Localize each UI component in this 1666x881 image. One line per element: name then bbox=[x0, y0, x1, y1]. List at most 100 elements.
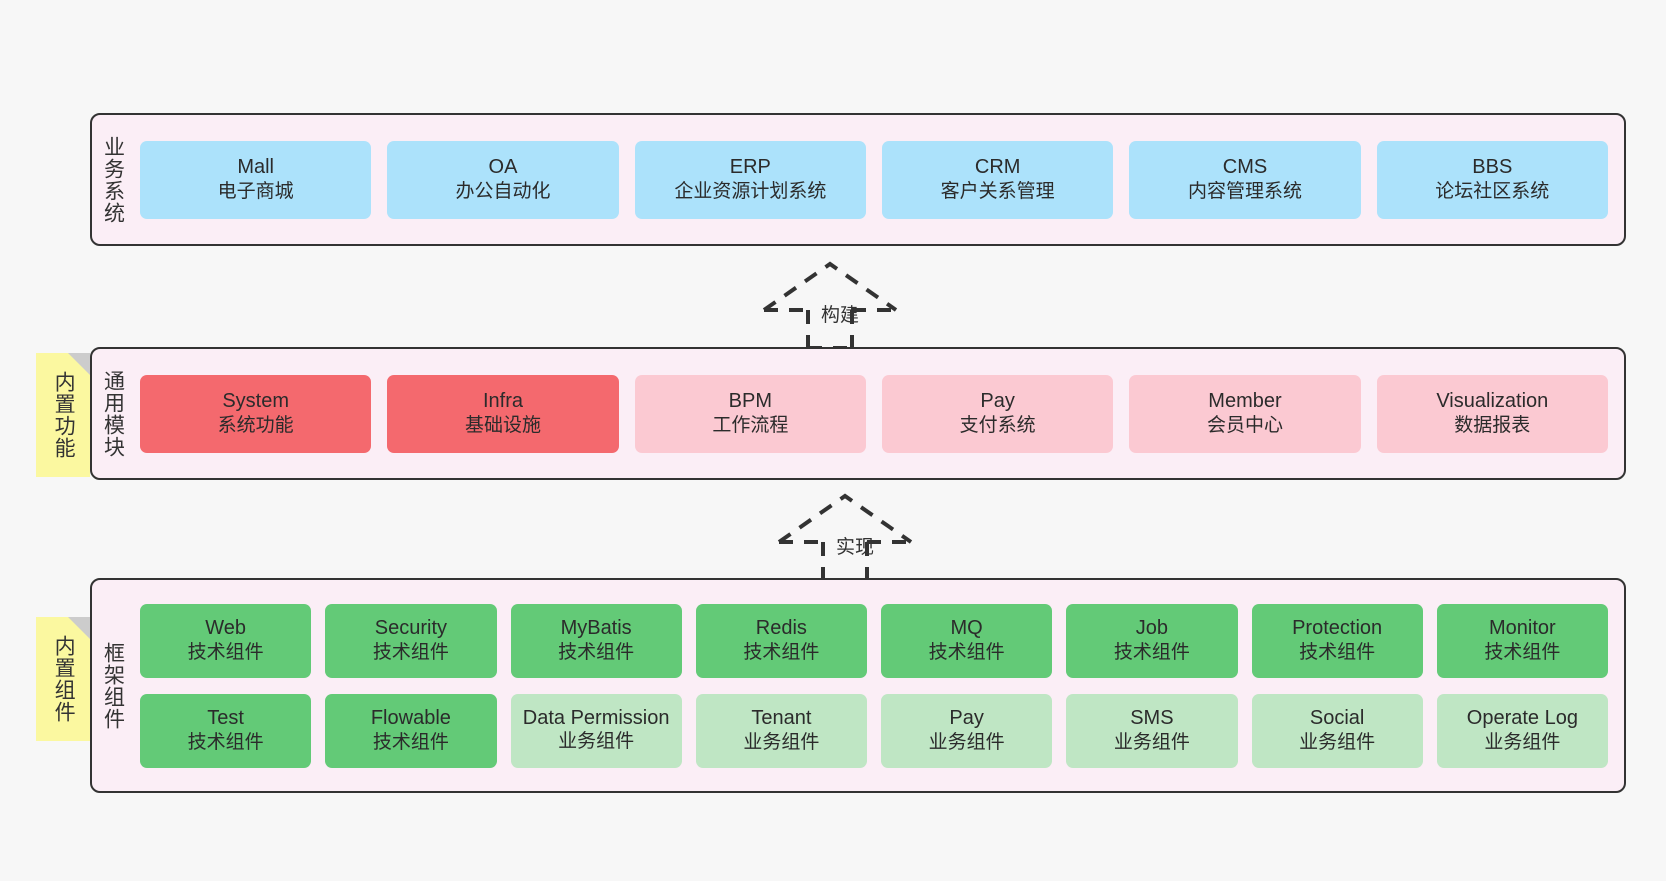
card-security-name: Security bbox=[374, 616, 447, 639]
card-tenant-sub: 业务组件 bbox=[743, 732, 820, 754]
framework-row-business: Test 技术组件 Flowable 技术组件 Data Permission … bbox=[140, 693, 1608, 768]
card-bbs-name: BBS bbox=[1472, 155, 1513, 178]
card-job-sub: 技术组件 bbox=[1113, 642, 1190, 664]
framework-component-card-list: Web 技术组件 Security 技术组件 MyBatis 技术组件 Redi… bbox=[134, 580, 1624, 791]
business-system-card-list: Mall 电子商城 OA 办公自动化 ERP 企业资源计划系统 CRM 客户关系… bbox=[134, 115, 1624, 244]
layer-common-module-title: 通用模块 bbox=[101, 369, 125, 458]
layer-common-module: 通用模块 System 系统功能 Infra 基础设施 BPM 工作流程 Pay… bbox=[90, 347, 1626, 480]
card-pay-module[interactable]: Pay 支付系统 bbox=[881, 374, 1114, 453]
card-erp-name: ERP bbox=[729, 155, 771, 178]
card-infra-sub: 基础设施 bbox=[464, 415, 541, 437]
note-builtin-component-label: 内置组件 bbox=[52, 635, 76, 723]
card-tenant-name: Tenant bbox=[751, 706, 812, 729]
card-test[interactable]: Test 技术组件 bbox=[140, 693, 312, 768]
arrow-implement-label: 实现 bbox=[835, 537, 875, 558]
card-mybatis-sub: 技术组件 bbox=[558, 642, 635, 664]
card-data-permission[interactable]: Data Permission 业务组件 bbox=[510, 693, 682, 768]
card-operate-log-sub: 业务组件 bbox=[1484, 732, 1561, 754]
card-social-name: Social bbox=[1309, 706, 1365, 729]
layer-business-system-title: 业务系统 bbox=[101, 135, 125, 224]
card-cms-sub: 内容管理系统 bbox=[1187, 181, 1302, 203]
card-sms[interactable]: SMS 业务组件 bbox=[1066, 693, 1238, 768]
card-member-name: Member bbox=[1208, 389, 1282, 412]
card-oa-sub: 办公自动化 bbox=[455, 181, 551, 203]
layer-business-system: 业务系统 Mall 电子商城 OA 办公自动化 ERP 企业资源计划系统 CRM… bbox=[90, 113, 1626, 246]
card-mq-sub: 技术组件 bbox=[928, 642, 1005, 664]
card-visualization-sub: 数据报表 bbox=[1454, 415, 1531, 437]
card-mybatis-name: MyBatis bbox=[560, 616, 632, 639]
card-cms-name: CMS bbox=[1222, 155, 1268, 178]
card-pay-module-name: Pay bbox=[980, 389, 1015, 412]
card-security[interactable]: Security 技术组件 bbox=[325, 603, 497, 678]
note-builtin-component: 内置组件 bbox=[36, 617, 90, 741]
common-module-card-list: System 系统功能 Infra 基础设施 BPM 工作流程 Pay 支付系统… bbox=[134, 349, 1624, 478]
card-social-sub: 业务组件 bbox=[1299, 732, 1376, 754]
card-mall[interactable]: Mall 电子商城 bbox=[140, 140, 372, 219]
card-web-sub: 技术组件 bbox=[187, 642, 264, 664]
card-data-permission-name: Data Permission bbox=[522, 706, 670, 729]
card-web[interactable]: Web 技术组件 bbox=[140, 603, 312, 678]
card-mq-name: MQ bbox=[950, 616, 983, 639]
card-mq[interactable]: MQ 技术组件 bbox=[881, 603, 1053, 678]
card-security-sub: 技术组件 bbox=[372, 642, 449, 664]
card-oa-name: OA bbox=[488, 155, 518, 178]
card-social[interactable]: Social 业务组件 bbox=[1251, 693, 1423, 768]
card-flowable-sub: 技术组件 bbox=[372, 732, 449, 754]
card-protection-name: Protection bbox=[1292, 616, 1383, 639]
card-redis-sub: 技术组件 bbox=[743, 642, 820, 664]
card-member[interactable]: Member 会员中心 bbox=[1129, 374, 1361, 453]
card-mall-name: Mall bbox=[237, 155, 274, 178]
card-pay-component-name: Pay bbox=[949, 706, 984, 729]
card-test-name: Test bbox=[207, 706, 244, 729]
card-pay-module-sub: 支付系统 bbox=[959, 415, 1036, 437]
note-builtin-function-label: 内置功能 bbox=[52, 371, 76, 459]
card-infra[interactable]: Infra 基础设施 bbox=[387, 374, 619, 453]
card-protection[interactable]: Protection 技术组件 bbox=[1251, 603, 1423, 678]
card-job[interactable]: Job 技术组件 bbox=[1066, 603, 1238, 678]
card-sms-sub: 业务组件 bbox=[1113, 732, 1190, 754]
note-builtin-function: 内置功能 bbox=[36, 353, 90, 477]
card-pay-component-sub: 业务组件 bbox=[928, 732, 1005, 754]
card-bpm-name: BPM bbox=[728, 389, 772, 412]
card-monitor[interactable]: Monitor 技术组件 bbox=[1436, 603, 1608, 678]
arrow-build: 构建 bbox=[760, 258, 920, 350]
card-flowable[interactable]: Flowable 技术组件 bbox=[325, 693, 497, 768]
card-erp-sub: 企业资源计划系统 bbox=[674, 181, 827, 203]
card-bpm[interactable]: BPM 工作流程 bbox=[634, 374, 866, 453]
card-monitor-name: Monitor bbox=[1489, 616, 1556, 639]
card-operate-log[interactable]: Operate Log 业务组件 bbox=[1436, 693, 1608, 768]
card-bbs[interactable]: BBS 论坛社区系统 bbox=[1376, 140, 1608, 219]
card-redis[interactable]: Redis 技术组件 bbox=[695, 603, 867, 678]
layer-framework-component: 框架组件 Web 技术组件 Security 技术组件 MyBatis 技术组件… bbox=[90, 578, 1626, 793]
card-test-sub: 技术组件 bbox=[187, 732, 264, 754]
card-crm[interactable]: CRM 客户关系管理 bbox=[881, 140, 1114, 219]
card-oa[interactable]: OA 办公自动化 bbox=[387, 140, 619, 219]
card-job-name: Job bbox=[1135, 616, 1168, 639]
card-web-name: Web bbox=[205, 616, 246, 639]
arrow-implement: 实现 bbox=[775, 490, 935, 582]
card-tenant[interactable]: Tenant 业务组件 bbox=[695, 693, 867, 768]
card-visualization[interactable]: Visualization 数据报表 bbox=[1376, 374, 1608, 453]
card-monitor-sub: 技术组件 bbox=[1484, 642, 1561, 664]
card-member-sub: 会员中心 bbox=[1206, 415, 1283, 437]
card-sms-name: SMS bbox=[1130, 706, 1174, 729]
card-pay-component[interactable]: Pay 业务组件 bbox=[881, 693, 1053, 768]
card-cms[interactable]: CMS 内容管理系统 bbox=[1129, 140, 1361, 219]
card-bbs-sub: 论坛社区系统 bbox=[1435, 181, 1550, 203]
card-redis-name: Redis bbox=[755, 616, 807, 639]
card-system-name: System bbox=[222, 389, 289, 412]
card-visualization-name: Visualization bbox=[1436, 389, 1549, 412]
card-mall-sub: 电子商城 bbox=[217, 181, 294, 203]
layer-framework-component-title: 框架组件 bbox=[101, 641, 125, 730]
framework-row-technical: Web 技术组件 Security 技术组件 MyBatis 技术组件 Redi… bbox=[140, 603, 1608, 678]
card-system[interactable]: System 系统功能 bbox=[140, 374, 372, 453]
card-crm-name: CRM bbox=[974, 155, 1021, 178]
card-flowable-name: Flowable bbox=[370, 706, 451, 729]
card-crm-sub: 客户关系管理 bbox=[940, 181, 1055, 203]
card-mybatis[interactable]: MyBatis 技术组件 bbox=[510, 603, 682, 678]
card-erp[interactable]: ERP 企业资源计划系统 bbox=[634, 140, 866, 219]
card-data-permission-sub: 业务组件 bbox=[558, 730, 635, 752]
arrow-build-label: 构建 bbox=[820, 305, 860, 326]
card-system-sub: 系统功能 bbox=[217, 415, 294, 437]
